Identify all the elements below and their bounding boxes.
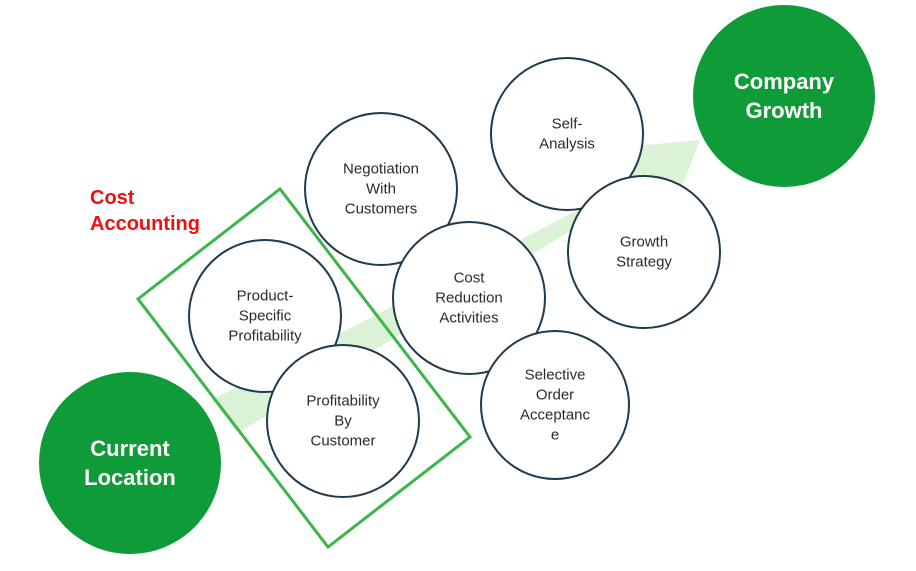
cost-accounting-callout-line: Cost [90,187,135,209]
node-label-growth-strategy: Growth [620,234,668,251]
cost-accounting-callout-line: Accounting [90,213,200,235]
node-circle-selective-order-acceptance [480,330,630,480]
node-circle-negotiation-with-customers [304,112,458,266]
node-labels: Product-SpecificProfitabilityProfitabili… [228,116,672,450]
node-circle-cost-reduction-activities [392,221,546,375]
node-label-selective-order-acceptance: e [551,427,559,444]
milestone-label-current: Current [90,436,170,461]
node-label-negotiation-with-customers: Negotiation [343,161,419,178]
milestone-label-current: Location [84,465,176,490]
milestone-label-growth: Company [734,69,835,94]
node-label-profitability-by-customer: By [334,413,352,430]
node-label-product-specific-profitability: Product- [237,288,294,305]
node-label-growth-strategy: Strategy [616,254,672,271]
node-label-cost-reduction-activities: Reduction [435,290,503,307]
milestone-label-growth: Growth [746,98,823,123]
node-label-negotiation-with-customers: With [366,181,396,198]
milestone-circle-current [39,372,221,554]
node-label-negotiation-with-customers: Customers [345,201,418,218]
cost-accounting-highlight-box [135,186,473,550]
node-circle-self-analysis [490,57,644,211]
node-label-selective-order-acceptance: Acceptanc [520,407,591,424]
node-label-profitability-by-customer: Profitability [306,393,380,410]
node-label-cost-reduction-activities: Activities [439,310,498,327]
node-circle-product-specific-profitability [188,239,342,393]
node-label-self-analysis: Analysis [539,136,595,153]
node-circle-profitability-by-customer [266,344,420,498]
node-label-selective-order-acceptance: Selective [525,367,586,384]
milestone-circle-growth [693,5,875,187]
node-label-cost-reduction-activities: Cost [454,270,486,287]
node-label-self-analysis: Self- [552,116,583,133]
node-label-product-specific-profitability: Profitability [228,328,302,345]
node-label-profitability-by-customer: Customer [310,433,375,450]
node-label-product-specific-profitability: Specific [239,308,292,325]
node-circles [188,57,721,498]
node-label-selective-order-acceptance: Order [536,387,574,404]
node-circle-growth-strategy [567,175,721,329]
